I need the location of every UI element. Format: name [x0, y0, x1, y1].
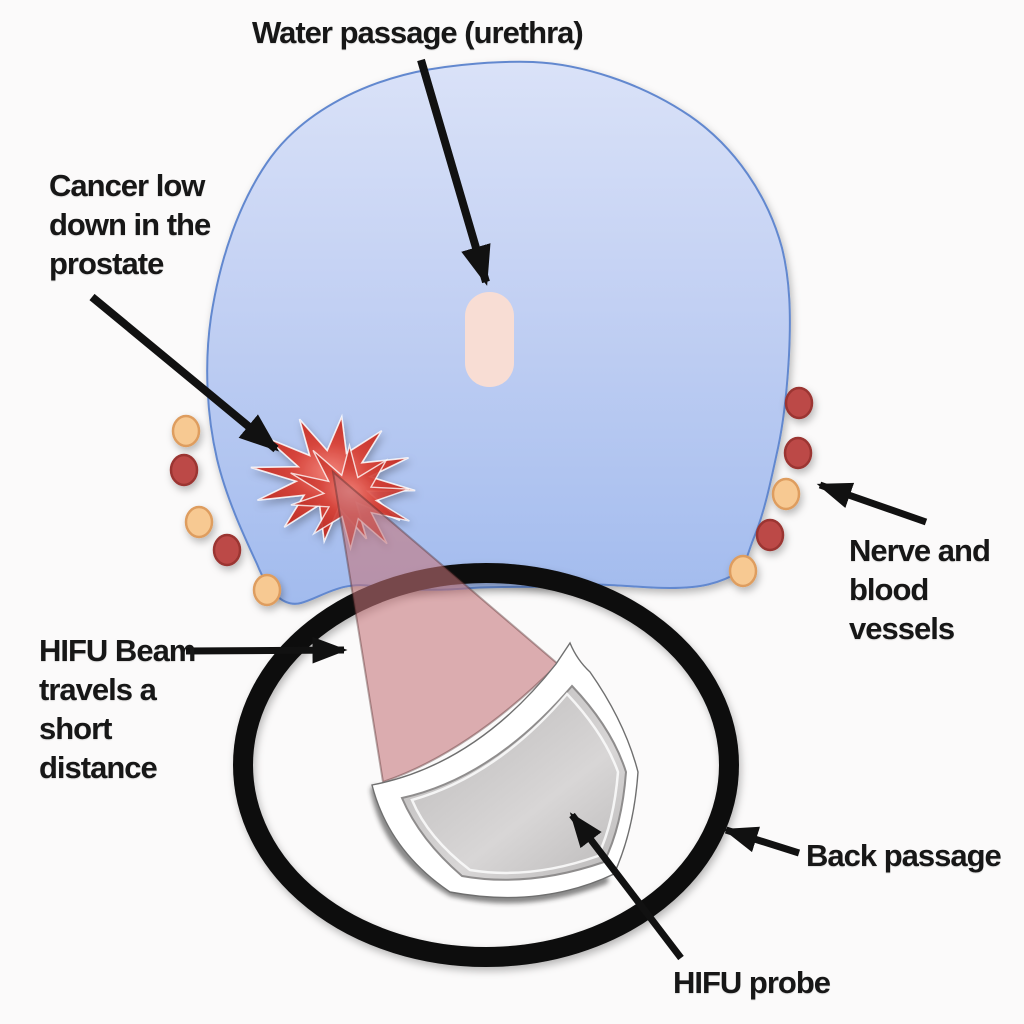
hifu-beam-label-line: short — [39, 711, 113, 746]
water-passage-arrow — [417, 58, 491, 286]
vessel-dot-orange — [171, 414, 201, 448]
nerve-vessels-label-line: vessels — [849, 611, 955, 646]
vessel-dot-orange — [771, 477, 801, 511]
vessel-dot-red — [755, 518, 785, 552]
nerve-vessels-label-line: blood — [849, 572, 929, 607]
cancer-arrow — [89, 293, 280, 453]
urethra-shape — [465, 292, 514, 387]
vessel-dots-left — [169, 414, 282, 607]
water-passage-label: Water passage (urethra) — [252, 15, 584, 50]
vessel-dot-orange — [252, 573, 282, 607]
vessel-dot-orange — [728, 554, 758, 588]
cancer-label: Cancer low down in the prostate — [49, 166, 211, 283]
back-passage-arrow — [722, 826, 801, 857]
hifu-beam-label-line: distance — [39, 750, 158, 785]
hifu-beam-label: HIFU Beam travels a short distance — [39, 631, 196, 787]
back-passage-label: Back passage — [806, 838, 1002, 873]
cancer-label-line: down in the — [49, 207, 211, 242]
vessel-dots-right — [728, 386, 814, 588]
hifu-probe-label: HIFU probe — [673, 965, 831, 1000]
back-passage-ring — [233, 563, 739, 967]
vessel-dot-red — [212, 533, 242, 567]
vessel-dot-red — [784, 386, 814, 420]
nerve-vessels-arrow — [816, 481, 928, 526]
nerve-vessels-label: Nerve and blood vessels — [849, 531, 991, 648]
cancer-label-line: prostate — [49, 246, 164, 281]
hifu-beam-label-line: travels a — [39, 672, 157, 707]
cancer-label-line: Cancer low — [49, 168, 205, 203]
hifu-beam-label-line: HIFU Beam — [39, 633, 196, 668]
hifu-probe-arrow — [569, 812, 684, 961]
vessel-dot-orange — [184, 505, 214, 539]
probe-face-highlight — [410, 692, 620, 875]
vessel-dot-red — [783, 436, 813, 470]
beam-label-arrow — [185, 636, 348, 664]
vessel-dot-red — [169, 453, 199, 487]
nerve-vessels-label-line: Nerve and — [849, 533, 991, 568]
